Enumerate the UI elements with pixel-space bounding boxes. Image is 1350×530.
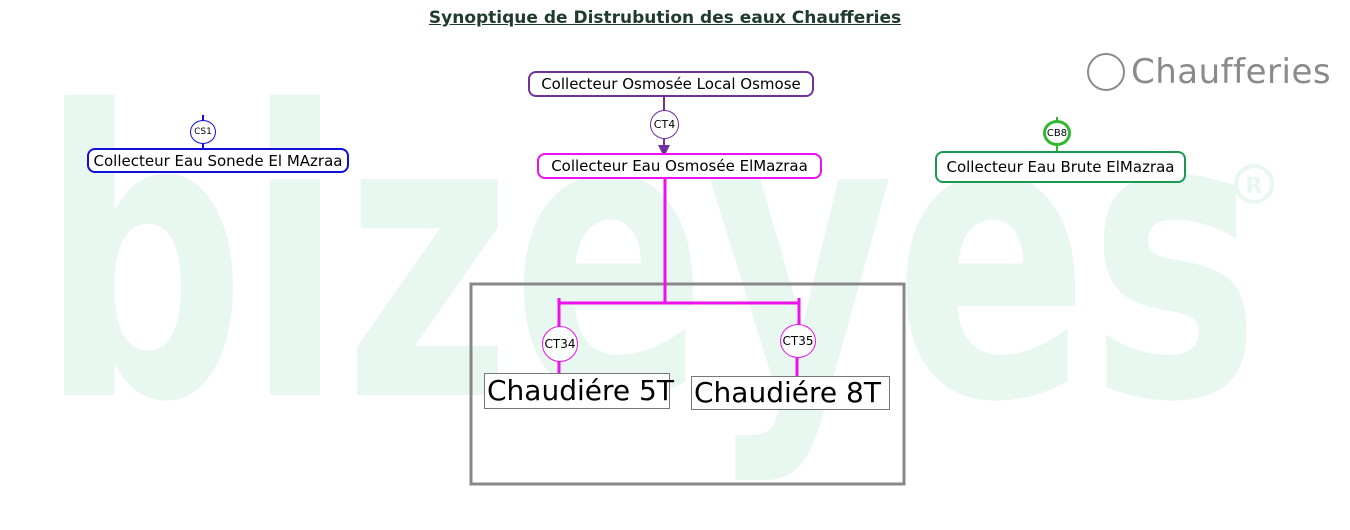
node-cb8-label: CB8 xyxy=(1046,127,1068,139)
node-ct4-label: CT4 xyxy=(653,118,676,131)
boiler-8t-label: Chaudiére 8T xyxy=(694,376,881,409)
collector-sonede-label: Collecteur Eau Sonede El MAzraa xyxy=(93,151,343,170)
page-title: Synoptique de Distrubution des eaux Chau… xyxy=(428,8,902,28)
watermark-text: bizeyes xyxy=(40,29,1260,489)
legend-label: Chaufferies xyxy=(1131,52,1332,92)
node-ct35-label: CT35 xyxy=(782,334,814,348)
registered-icon xyxy=(1234,164,1274,204)
collector-osmose-local-box[interactable]: Collecteur Osmosée Local Osmose xyxy=(528,71,814,97)
circle-icon xyxy=(1087,53,1125,91)
node-cs1-label: CS1 xyxy=(194,127,212,137)
collector-brute-label: Collecteur Eau Brute ElMazraa xyxy=(946,158,1175,176)
registered-icon-letter: R xyxy=(1246,174,1263,199)
collector-osmose-local-label: Collecteur Osmosée Local Osmose xyxy=(541,75,801,93)
node-ct35[interactable]: CT35 xyxy=(780,324,816,358)
node-cs1[interactable]: CS1 xyxy=(190,120,216,144)
collector-sonede-box[interactable]: Collecteur Eau Sonede El MAzraa xyxy=(87,148,349,173)
node-ct4[interactable]: CT4 xyxy=(650,110,679,139)
collector-osmose-elmazraa-box[interactable]: Collecteur Eau Osmosée ElMazraa xyxy=(537,153,822,179)
collector-osmose-elmazraa-label: Collecteur Eau Osmosée ElMazraa xyxy=(551,157,808,175)
boiler-8t[interactable]: Chaudiére 8T xyxy=(691,376,890,410)
boiler-group-frame xyxy=(469,282,906,486)
node-ct34[interactable]: CT34 xyxy=(542,326,578,362)
node-ct34-label: CT34 xyxy=(544,337,576,351)
boiler-5t[interactable]: Chaudiére 5T xyxy=(484,373,674,409)
legend: Chaufferies xyxy=(1087,52,1331,92)
boiler-5t-label: Chaudiére 5T xyxy=(487,374,674,407)
collector-brute-box[interactable]: Collecteur Eau Brute ElMazraa xyxy=(935,151,1186,183)
node-cb8[interactable]: CB8 xyxy=(1043,120,1071,146)
